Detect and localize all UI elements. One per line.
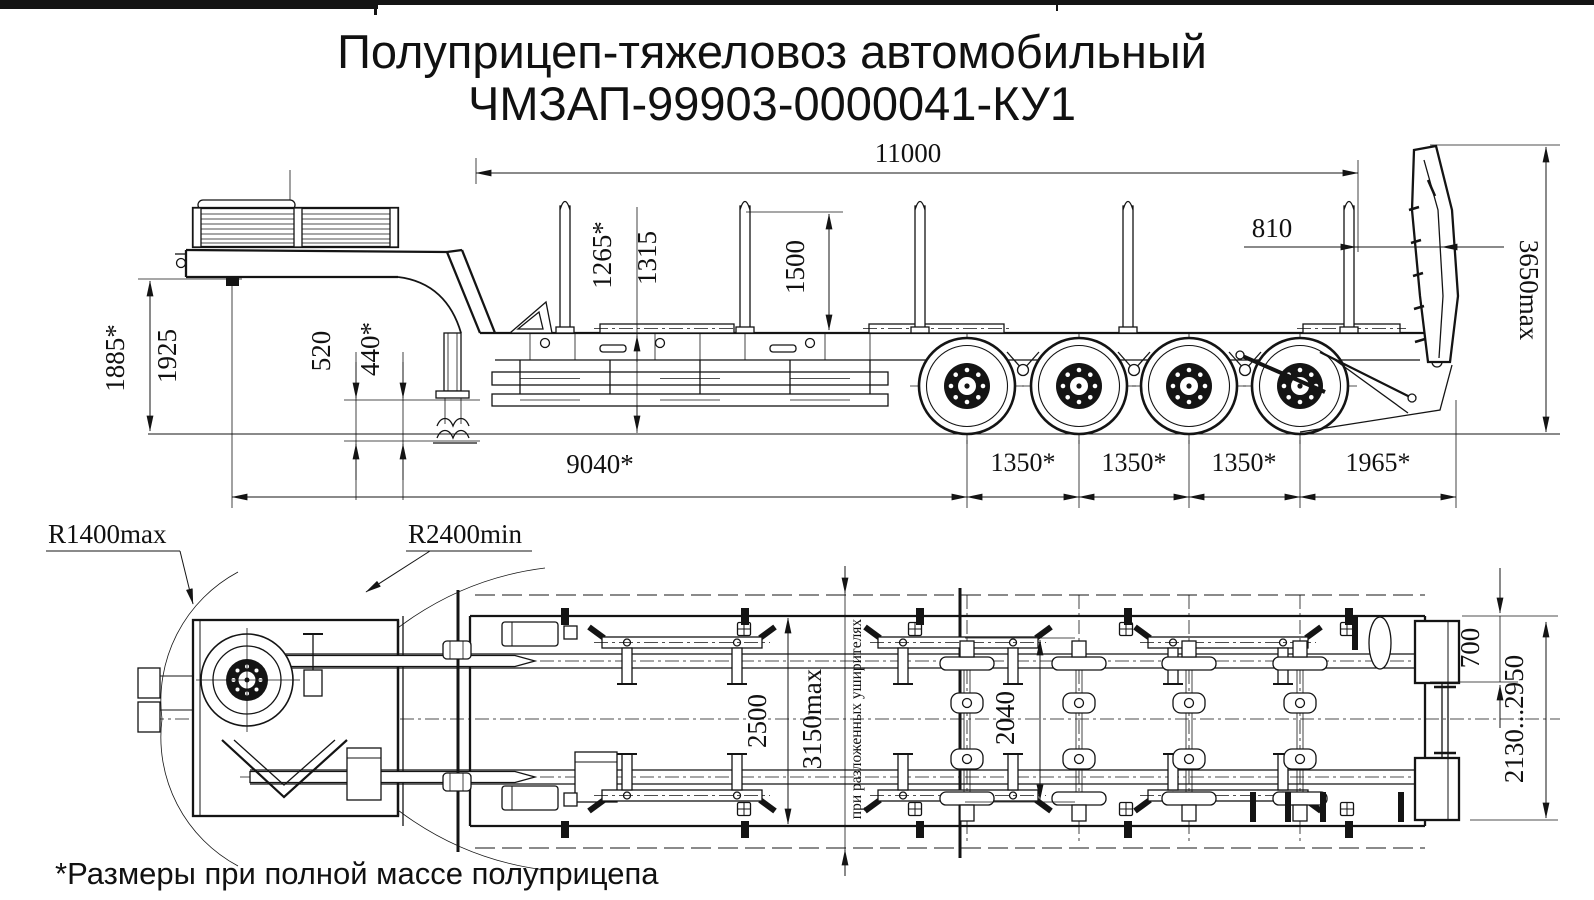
ramp-linkage [1235, 350, 1453, 433]
footnote: *Размеры при полной массе полуприцепа [55, 856, 659, 891]
side-view: 11000 810 3650max 1265* 1315 1500 [100, 138, 1560, 508]
dim-width-extended: 3150max при разложенных уширителях [797, 566, 865, 876]
wheel-axle-4 [1241, 332, 1359, 446]
dim-1265-label: 1265* [587, 221, 617, 289]
stake-3 [910, 200, 930, 334]
wheel-axle-2 [1020, 332, 1138, 446]
landing-gear [433, 332, 477, 444]
gooseneck [175, 170, 497, 334]
widener-bar-2-top [865, 627, 1051, 684]
dim-stake-to-ramp: 810 [1244, 213, 1504, 251]
stake-2 [735, 200, 755, 334]
dim-700-label: 700 [1455, 628, 1485, 669]
dim-coupling-height: 1885* 1925 [100, 278, 242, 432]
dim-axle-row: 9040* 1350* 1350* 1350* 1965* [231, 283, 1457, 508]
front-equipment [137, 621, 618, 811]
tiedown-icon [736, 801, 752, 817]
dim-3150max-label: 3150max [797, 668, 827, 769]
dim-1965-label: 1965* [1346, 448, 1411, 477]
plan-axle-2 [1051, 594, 1107, 846]
dim-1350-label-3: 1350* [1212, 448, 1277, 477]
wheel-axle-1 [908, 332, 1026, 446]
tow-hook [175, 257, 187, 269]
stake-pockets [561, 608, 1404, 838]
dim-width: 2500 [742, 617, 792, 825]
dim-ramp-height: 3650max [1430, 144, 1560, 433]
dim-1315-label: 1315 [632, 231, 662, 285]
tiedown-icon [1118, 801, 1134, 817]
dim-2040-label: 2040 [990, 691, 1020, 745]
dim-3650max-label: 3650max [1514, 240, 1544, 341]
dim-1500-label: 1500 [780, 240, 810, 294]
dim-gooseneck-clearance: 520 440* [306, 322, 480, 500]
rear-ramp [1408, 144, 1460, 364]
dim-520-label: 520 [306, 331, 336, 372]
dim-1885-label: 1885* [100, 324, 130, 392]
dim-810-label: 810 [1252, 213, 1293, 243]
dim-11000-label: 11000 [875, 138, 942, 168]
plan-axle-3 [1161, 594, 1217, 846]
radius-r1400-label: R1400max [48, 519, 167, 549]
dim-1925-label: 1925 [152, 329, 182, 383]
radius-r2400-label: R2400min [408, 519, 523, 549]
dim-1350-label-2: 1350* [1102, 448, 1167, 477]
plan-view: R1400max R2400min [46, 519, 1560, 876]
suspension-brackets [1006, 351, 1262, 377]
stake-4 [1118, 200, 1138, 334]
stake-5 [1339, 200, 1359, 334]
toolbox [346, 747, 382, 801]
wheel-axle-3 [1130, 332, 1248, 446]
tiedown-icon [907, 801, 923, 817]
turning-radii: R1400max R2400min [46, 519, 546, 871]
tiedown-icon [1339, 801, 1355, 817]
title-line-1: Полуприцеп-тяжеловоз автомобильный [337, 25, 1207, 78]
dim-stake-height: 1500 [746, 211, 843, 331]
sheet-edge-artifact [0, 0, 1594, 15]
dim-1350-label-1: 1350* [991, 448, 1056, 477]
dim-rear-offset: 700 [1430, 568, 1558, 728]
rear-rollers [1413, 619, 1461, 822]
dim-track: 2040 [965, 637, 1075, 803]
extenders-note: при разложенных уширителях [848, 619, 865, 820]
dim-9040-label: 9040* [566, 449, 634, 479]
dim-2130-2950-label: 2130...2950 [1499, 655, 1529, 783]
drawing-title: Полуприцеп-тяжеловоз автомобильный ЧМЗАП… [337, 25, 1207, 130]
v-brace [221, 739, 348, 799]
stake-1 [555, 200, 575, 334]
plan-axle-1 [939, 594, 995, 846]
dim-overall-length: 11000 [475, 138, 1359, 252]
dim-deck-height: 1265* 1315 [587, 207, 662, 433]
kingpin [226, 277, 239, 286]
title-line-2: ЧМЗАП-99903-0000041-КУ1 [468, 77, 1076, 130]
dim-2500-label: 2500 [742, 694, 772, 748]
dim-rear-width-range: 2130...2950 [1470, 621, 1558, 821]
dim-440-label: 440* [355, 322, 385, 376]
